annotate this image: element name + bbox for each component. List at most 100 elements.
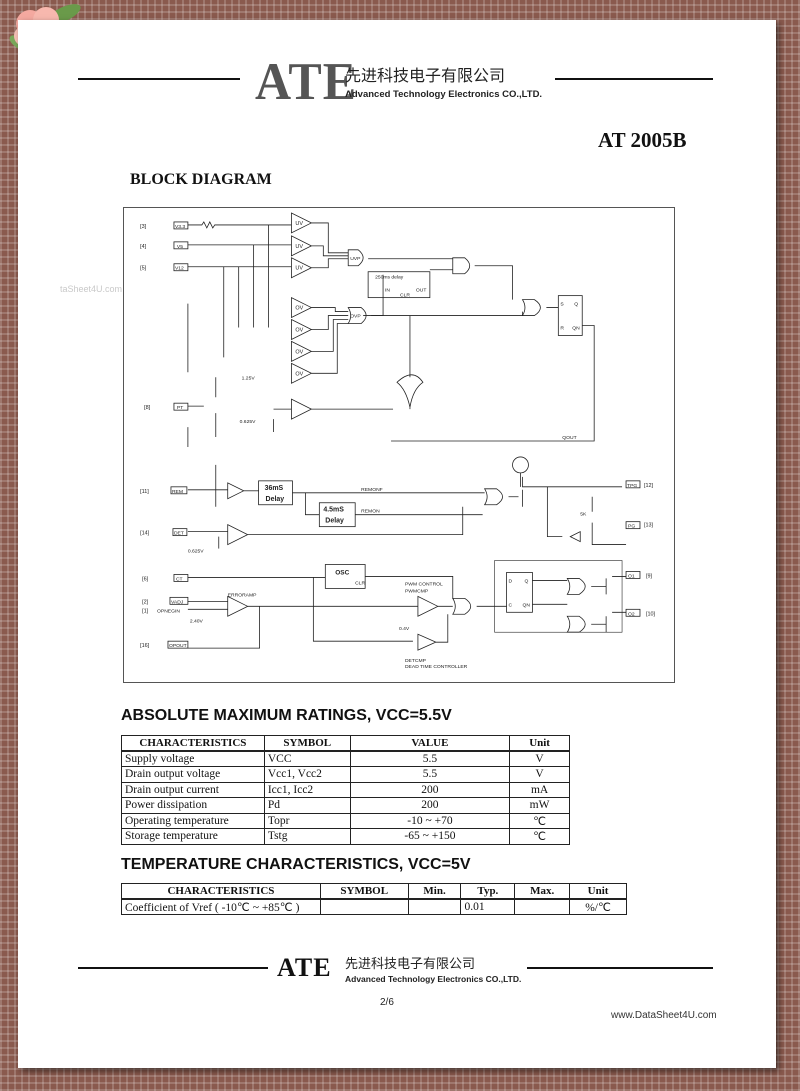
sr-r-label: R bbox=[560, 325, 564, 331]
header-logo: ATE bbox=[255, 51, 358, 111]
ov-label-1: OV bbox=[295, 306, 303, 312]
pin-name-tpg: TPG bbox=[627, 483, 637, 489]
temp-char-cell: 0.01 bbox=[460, 898, 516, 915]
abs-max-cell: 5.5 bbox=[349, 750, 511, 767]
pin-name-pg: PG bbox=[628, 524, 635, 530]
label-125v: 1.25V bbox=[242, 375, 256, 381]
label-dead-time: DEAD TIME CONTROLLER bbox=[405, 664, 468, 670]
footer-site[interactable]: www.DataSheet4U.com bbox=[611, 1010, 717, 1021]
table-row: Storage temperature Tstg -65 ~ +150 ℃ bbox=[121, 828, 570, 845]
temp-char-cell bbox=[514, 898, 571, 915]
pin-12: [12] bbox=[644, 483, 654, 489]
pin-10: [10] bbox=[646, 611, 656, 617]
block-diagram-title: BLOCK DIAGRAM bbox=[130, 171, 272, 188]
pin-16: [16] bbox=[140, 643, 150, 649]
delay-clr-label: CLR bbox=[400, 293, 410, 299]
delay-36ms-label: Delay bbox=[266, 496, 285, 503]
abs-max-cell: mA bbox=[509, 781, 570, 798]
pin-5: [5] bbox=[140, 266, 147, 272]
pin-1: [1] bbox=[142, 608, 149, 614]
temp-char-col-max: Max. bbox=[514, 883, 571, 900]
erroramp-label: ERRORAMP bbox=[228, 592, 257, 598]
delay-250-label: 250ms delay bbox=[375, 275, 404, 281]
abs-max-cell: 200 bbox=[349, 781, 511, 798]
abs-max-cell: Power dissipation bbox=[121, 797, 265, 814]
table-row: Drain output voltage Vcc1, Vcc2 5.5 V bbox=[121, 766, 570, 783]
label-pwm-control: PWM CONTROL bbox=[405, 581, 443, 587]
label-det-0625v: 0.625V bbox=[188, 549, 204, 555]
abs-max-cell: Tstg bbox=[263, 828, 351, 845]
abs-max-cell: Supply voltage bbox=[121, 750, 265, 767]
osc-clr-label: CLR bbox=[355, 580, 365, 586]
pin-14: [14] bbox=[140, 531, 150, 537]
abs-max-cell: -10 ~ +70 bbox=[349, 812, 511, 829]
delay-in-label: IN bbox=[385, 288, 390, 294]
header-rule-left bbox=[78, 78, 240, 80]
abs-max-cell: 200 bbox=[349, 797, 511, 814]
pin-name-o1: O1 bbox=[628, 573, 635, 579]
header-rule-right bbox=[555, 78, 713, 80]
temp-char-title: TEMPERATURE CHARACTERISTICS, VCC=5V bbox=[121, 856, 471, 873]
temp-char-col-symbol: SYMBOL bbox=[319, 883, 409, 900]
label-qout: QOUT bbox=[562, 435, 576, 441]
abs-max-cell: ℃ bbox=[509, 828, 570, 845]
pin-name-pt: PT bbox=[177, 405, 183, 411]
abs-max-cell: mW bbox=[509, 797, 570, 814]
header-company-cn: 先进科技电子有限公司 bbox=[345, 66, 506, 85]
temp-char-table: CHARACTERISTICS SYMBOL Min. Typ. Max. Un… bbox=[121, 883, 627, 915]
pin-name-opout: OPOUT bbox=[169, 643, 187, 649]
abs-max-cell: Icc1, Icc2 bbox=[263, 781, 351, 798]
abs-max-col-unit: Unit bbox=[509, 735, 570, 752]
label-detcmp: DETCMP bbox=[405, 658, 427, 664]
abs-max-cell: 5.5 bbox=[349, 766, 511, 783]
abs-max-cell: Drain output voltage bbox=[121, 766, 265, 783]
temp-char-col-characteristics: CHARACTERISTICS bbox=[121, 883, 321, 900]
pin-9: [9] bbox=[646, 573, 653, 579]
uv-label-1: UV bbox=[295, 221, 303, 227]
abs-max-col-symbol: SYMBOL bbox=[263, 735, 351, 752]
sr-s-label: S bbox=[560, 302, 564, 308]
temp-char-col-typ: Typ. bbox=[460, 883, 516, 900]
pin-name-v5: V5 bbox=[177, 244, 183, 250]
osc-label: OSC bbox=[335, 569, 349, 576]
label-pwmcmp: PWMCMP bbox=[405, 588, 429, 594]
abs-max-cell: Pd bbox=[263, 797, 351, 814]
abs-max-cell: Vcc1, Vcc2 bbox=[263, 766, 351, 783]
pin-name-rem: REM bbox=[172, 489, 183, 495]
pin-2: [2] bbox=[142, 599, 149, 605]
temp-char-cell bbox=[407, 898, 462, 915]
page-number: 2/6 bbox=[380, 997, 394, 1008]
label-04v: 0.4V bbox=[399, 626, 410, 632]
dff-c-label: C bbox=[509, 602, 513, 608]
ov-label-2: OV bbox=[295, 327, 303, 333]
footer-rule-right bbox=[527, 967, 713, 969]
ov-label-3: OV bbox=[295, 349, 303, 355]
abs-max-cell: Operating temperature bbox=[121, 812, 265, 829]
abs-max-header-row: CHARACTERISTICS SYMBOL VALUE Unit bbox=[121, 735, 570, 752]
pin-name-o2: O2 bbox=[628, 611, 635, 617]
abs-max-cell: Drain output current bbox=[121, 781, 265, 798]
pin-4: [4] bbox=[140, 244, 147, 250]
temp-char-cell: Coefficient of Vref ( -10℃ ~ +85℃ ) bbox=[121, 898, 321, 915]
label-5k: 5K bbox=[580, 512, 587, 518]
delay-36ms: 36mS bbox=[265, 485, 284, 492]
temp-char-cell bbox=[319, 898, 409, 915]
pin-name-v12: V12 bbox=[175, 266, 184, 272]
table-row: Power dissipation Pd 200 mW bbox=[121, 797, 570, 814]
block-diagram: [3] [4] [5] [8] [11] [14] [6] [2] [1] [1… bbox=[123, 207, 675, 683]
footer-rule-left bbox=[78, 967, 268, 969]
footer-company-en: Advanced Technology Electronics CO.,LTD. bbox=[345, 974, 522, 984]
sr-qn-label: QN bbox=[572, 325, 580, 331]
watermark-text: taSheet4U.com bbox=[60, 284, 123, 294]
ovp-label: OVP bbox=[350, 314, 361, 320]
dff-q-label: Q bbox=[524, 578, 528, 584]
table-row: Operating temperature Topr -10 ~ +70 ℃ bbox=[121, 812, 570, 829]
table-row: Coefficient of Vref ( -10℃ ~ +85℃ ) 0.01… bbox=[121, 898, 627, 915]
pin-6: [6] bbox=[142, 576, 149, 582]
temp-char-col-unit: Unit bbox=[569, 883, 627, 900]
dff-d-label: D bbox=[509, 578, 513, 584]
pin-name-det: DET bbox=[174, 531, 184, 537]
pin-name-ct: CT bbox=[176, 576, 183, 582]
pin-name-v33: V3.3 bbox=[175, 224, 185, 230]
uvp-label: UVP bbox=[350, 256, 361, 262]
